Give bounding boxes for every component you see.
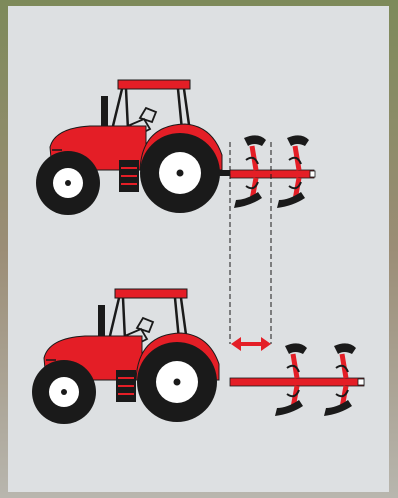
plough-top <box>230 135 315 208</box>
tractor-bottom <box>32 289 219 424</box>
tractor-top <box>36 80 232 215</box>
width-arrow <box>231 337 271 351</box>
plough-bottom <box>230 343 364 416</box>
